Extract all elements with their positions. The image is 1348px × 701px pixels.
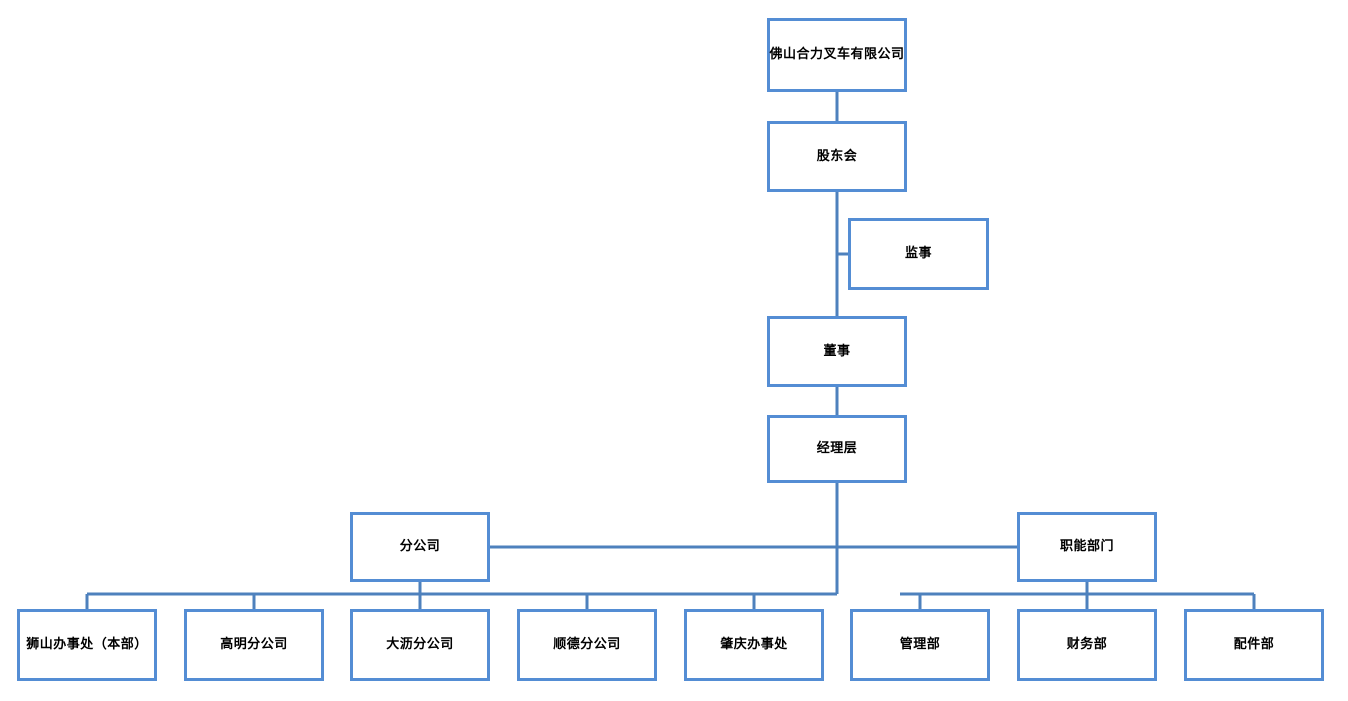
node-branch-child-3[interactable]: 顺德分公司 xyxy=(517,609,657,681)
node-branches-label: 分公司 xyxy=(399,539,441,555)
node-branch-child-1[interactable]: 高明分公司 xyxy=(184,609,324,681)
node-company[interactable]: 佛山合力叉车有限公司 xyxy=(767,18,907,92)
node-functional-child-0-label: 管理部 xyxy=(899,637,941,653)
node-functional-child-0[interactable]: 管理部 xyxy=(850,609,990,681)
node-functional[interactable]: 职能部门 xyxy=(1017,512,1157,582)
node-functional-child-1-label: 财务部 xyxy=(1066,637,1108,653)
node-shareholders-label: 股东会 xyxy=(816,148,858,164)
node-director[interactable]: 董事 xyxy=(767,316,907,387)
node-branch-child-0-label: 狮山办事处（本部） xyxy=(26,637,148,653)
node-branch-child-1-label: 高明分公司 xyxy=(220,637,288,653)
node-functional-child-1[interactable]: 财务部 xyxy=(1017,609,1157,681)
node-branch-child-2[interactable]: 大沥分公司 xyxy=(350,609,490,681)
node-supervisor-label: 监事 xyxy=(904,246,932,262)
node-branch-child-4[interactable]: 肇庆办事处 xyxy=(684,609,824,681)
node-supervisor[interactable]: 监事 xyxy=(848,218,989,290)
node-management-label: 经理层 xyxy=(816,441,858,457)
node-branches[interactable]: 分公司 xyxy=(350,512,490,582)
node-shareholders[interactable]: 股东会 xyxy=(767,121,907,192)
node-management[interactable]: 经理层 xyxy=(767,415,907,483)
node-functional-child-2-label: 配件部 xyxy=(1233,637,1275,653)
node-functional-child-2[interactable]: 配件部 xyxy=(1184,609,1324,681)
node-company-label: 佛山合力叉车有限公司 xyxy=(769,47,905,63)
node-branch-child-2-label: 大沥分公司 xyxy=(386,637,454,653)
node-branch-child-0[interactable]: 狮山办事处（本部） xyxy=(17,609,157,681)
node-director-label: 董事 xyxy=(823,343,851,359)
node-branch-child-4-label: 肇庆办事处 xyxy=(720,637,788,653)
node-functional-label: 职能部门 xyxy=(1059,539,1114,555)
node-branch-child-3-label: 顺德分公司 xyxy=(553,637,621,653)
